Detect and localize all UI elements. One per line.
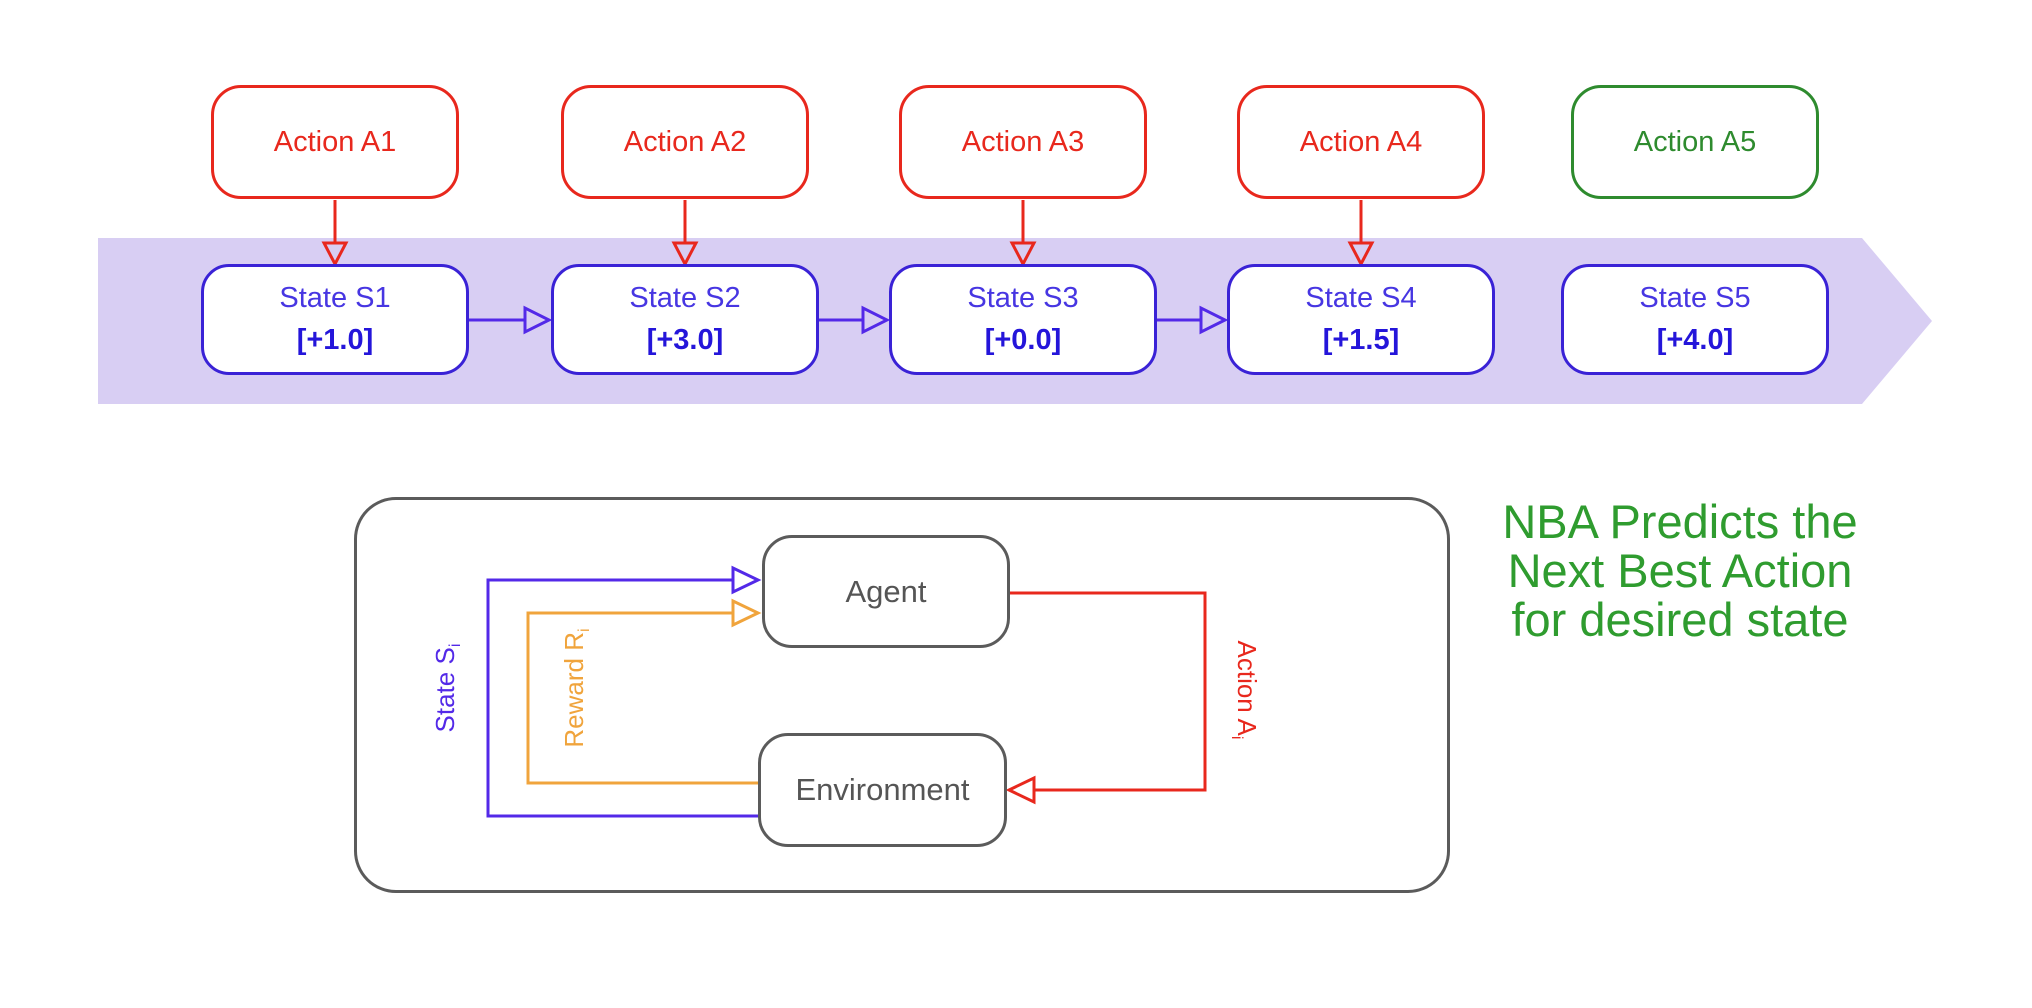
nba-annotation-line: for desired state xyxy=(1511,592,1849,646)
action-label: Action A5 xyxy=(1633,125,1757,158)
arrowhead-right-icon xyxy=(731,565,762,595)
arrowhead-left-icon xyxy=(1005,775,1036,805)
action-node-a5: Action A5 xyxy=(1571,85,1819,199)
action-edge xyxy=(1005,591,1207,805)
state-label: State S1 xyxy=(279,282,391,314)
arrowhead-right-icon xyxy=(731,598,762,628)
reward-subscript: i xyxy=(575,628,594,632)
reward-edge-label: Reward Ri xyxy=(559,628,594,748)
state-feedback-edge xyxy=(486,565,762,818)
state-label: State S3 xyxy=(967,282,1079,314)
arrowhead-down-icon xyxy=(671,241,699,268)
reward-feedback-edge xyxy=(526,598,762,785)
agent-label: Agent xyxy=(845,573,927,609)
action-label: Action A4 xyxy=(1299,125,1423,158)
state-node-s1: State S1 [+1.0] xyxy=(201,264,469,375)
environment-label: Environment xyxy=(795,772,970,807)
arrowhead-right-icon xyxy=(1199,305,1229,335)
arrowhead-down-icon xyxy=(1347,241,1375,268)
state-label: State S2 xyxy=(629,282,741,314)
state-subscript: i xyxy=(446,643,465,648)
nba-annotation-line: Next Best Action xyxy=(1507,543,1853,597)
state-reward-value: [+3.0] xyxy=(646,324,724,356)
action-node-a4: Action A4 xyxy=(1237,85,1485,199)
action-label: Action A2 xyxy=(623,125,747,158)
environment-node: Environment xyxy=(758,733,1007,847)
state-node-s5: State S5 [+4.0] xyxy=(1561,264,1829,375)
action-to-state-arrow xyxy=(321,200,1375,268)
state-reward-value: [+1.5] xyxy=(1322,324,1400,356)
action-edge-label: Action Ai xyxy=(1227,640,1262,740)
arrowhead-right-icon xyxy=(861,305,891,335)
agent-node: Agent xyxy=(762,535,1010,648)
action-node-a1: Action A1 xyxy=(211,85,459,199)
state-node-s4: State S4 [+1.5] xyxy=(1227,264,1495,375)
arrowhead-down-icon xyxy=(1009,241,1037,268)
action-node-a3: Action A3 xyxy=(899,85,1147,199)
state-reward-value: [+1.0] xyxy=(296,324,374,356)
state-reward-value: [+4.0] xyxy=(1656,324,1734,356)
arrowhead-down-icon xyxy=(321,241,349,268)
action-label: Action A3 xyxy=(961,125,1085,158)
state-edge-label: State Si xyxy=(430,643,465,733)
state-node-s3: State S3 [+0.0] xyxy=(889,264,1157,375)
action-node-a2: Action A2 xyxy=(561,85,809,199)
nba-annotation: NBA Predicts the Next Best Action for de… xyxy=(1450,495,1910,646)
state-to-state-arrow xyxy=(469,305,1229,335)
state-label: State S5 xyxy=(1639,282,1751,314)
arrowhead-right-icon xyxy=(523,305,553,335)
action-subscript: i xyxy=(1227,735,1246,740)
nba-annotation-line: NBA Predicts the xyxy=(1502,495,1858,548)
state-reward-value: [+0.0] xyxy=(984,324,1062,356)
action-label: Action A1 xyxy=(273,125,397,158)
state-node-s2: State S2 [+3.0] xyxy=(551,264,819,375)
state-label: State S4 xyxy=(1305,282,1417,314)
